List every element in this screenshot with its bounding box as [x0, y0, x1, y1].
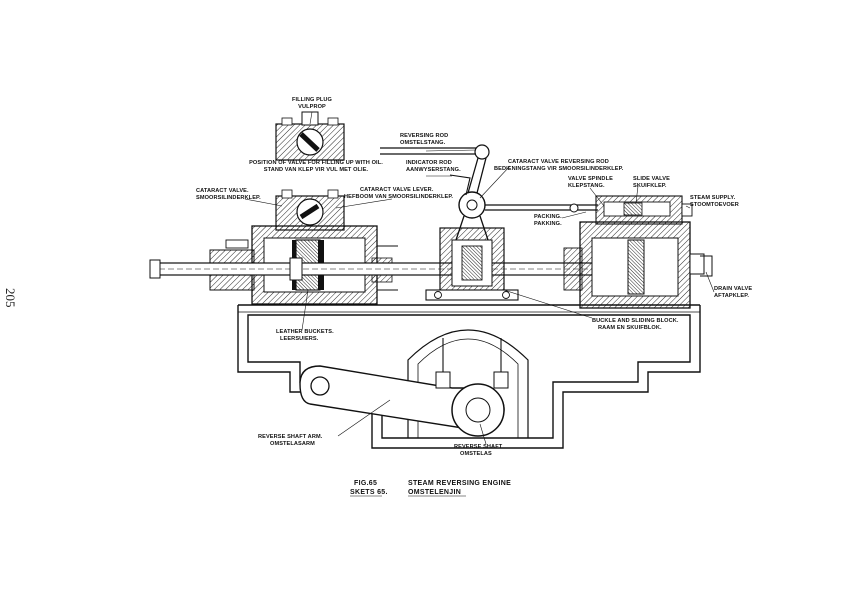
label-cataract-valve-lever: CATARACT VALVE LEVER. HEFBOOM VAN SMOORS… — [344, 187, 453, 200]
svg-text:PACKING.: PACKING. — [534, 214, 562, 220]
buckle-and-sliding-block — [380, 144, 519, 301]
label-reverse-shaft-arm: REVERSE SHAFT ARM. OMSTELASARM — [258, 434, 323, 447]
figure-caption: FIG.65 STEAM REVERSING ENGINE SKETS 65. … — [350, 480, 511, 497]
svg-text:INDICATOR ROD: INDICATOR ROD — [406, 160, 452, 166]
label-drain-valve: DRAIN VALVE AFTAPKLEP. — [714, 286, 752, 299]
svg-text:AFTAPKLEP.: AFTAPKLEP. — [714, 293, 749, 299]
svg-text:SKUIFKLEP.: SKUIFKLEP. — [633, 183, 667, 189]
svg-text:REVERSING ROD: REVERSING ROD — [400, 133, 448, 139]
svg-text:STOOMTOEVOER: STOOMTOEVOER — [690, 202, 739, 208]
svg-text:STAND VAN KLEP VIR VUL MET OLI: STAND VAN KLEP VIR VUL MET OLIE. — [264, 167, 369, 173]
label-cataract-valve: CATARACT VALVE. SMOORSILINDERKLEP. — [196, 188, 261, 201]
svg-text:SMOORSILINDERKLEP.: SMOORSILINDERKLEP. — [196, 195, 261, 201]
label-cataract-valve-reversing-rod: CATARACT VALVE REVERSING ROD BEDIENINGST… — [494, 159, 624, 172]
svg-text:PAKKING.: PAKKING. — [534, 221, 562, 227]
svg-text:CATARACT VALVE REVERSING ROD: CATARACT VALVE REVERSING ROD — [508, 159, 609, 165]
svg-text:DRAIN VALVE: DRAIN VALVE — [714, 286, 752, 292]
svg-text:AANWYSERSTANG.: AANWYSERSTANG. — [406, 167, 461, 173]
reverse-shaft-arm — [299, 338, 509, 437]
svg-text:OMSTELASARM: OMSTELASARM — [270, 441, 315, 447]
caption-fig-en: FIG.65 — [354, 480, 377, 487]
label-position-of-valve: POSITION OF VALVE FOR FILLING UP WITH OI… — [249, 160, 383, 173]
label-buckle-and-sliding-block: BUCKLE AND SLIDING BLOCK. RAAM EN SKUIFB… — [592, 318, 679, 331]
caption-fig-af: SKETS 65. — [350, 489, 388, 496]
leader-lines — [244, 111, 715, 445]
svg-text:OMSTELAS: OMSTELAS — [460, 451, 492, 457]
label-valve-spindle: VALVE SPINDLE KLEPSTANG. — [568, 176, 613, 189]
svg-text:POSITION OF VALVE FOR FILLING: POSITION OF VALVE FOR FILLING UP WITH OI… — [249, 160, 383, 166]
svg-text:HEFBOOM VAN SMOORSILINDERKLEP.: HEFBOOM VAN SMOORSILINDERKLEP. — [344, 194, 453, 200]
right-cylinder — [563, 195, 713, 309]
svg-text:REVERSE SHAFT: REVERSE SHAFT — [454, 444, 503, 450]
caption-title-en: STEAM REVERSING ENGINE — [408, 480, 511, 487]
cataract-valve-reversing-rod — [485, 203, 598, 213]
svg-text:LEERSUIERS.: LEERSUIERS. — [280, 336, 319, 342]
label-packing: PACKING. PAKKING. — [534, 214, 562, 227]
svg-text:LEATHER BUCKETS.: LEATHER BUCKETS. — [276, 329, 334, 335]
svg-text:KLEPSTANG.: KLEPSTANG. — [568, 183, 605, 189]
label-filling-plug: FILLING PLUG VULPROP — [292, 97, 332, 110]
svg-text:STEAM SUPPLY.: STEAM SUPPLY. — [690, 195, 736, 201]
svg-text:CATARACT VALVE.: CATARACT VALVE. — [196, 188, 249, 194]
base-frame — [237, 304, 701, 449]
svg-text:OMSTELSTANG.: OMSTELSTANG. — [400, 140, 446, 146]
label-reverse-shaft: REVERSE SHAFT OMSTELAS — [454, 444, 503, 457]
svg-text:CATARACT VALVE LEVER.: CATARACT VALVE LEVER. — [360, 187, 434, 193]
label-slide-valve: SLIDE VALVE SKUIFKLEP. — [633, 176, 670, 189]
svg-text:VULPROP: VULPROP — [298, 104, 326, 110]
svg-text:SLIDE VALVE: SLIDE VALVE — [633, 176, 670, 182]
svg-text:FILLING PLUG: FILLING PLUG — [292, 97, 332, 103]
label-steam-supply: STEAM SUPPLY. STOOMTOEVOER — [690, 195, 739, 208]
svg-text:BEDIENINGSTANG VIR SMOORSILIND: BEDIENINGSTANG VIR SMOORSILINDERKLEP. — [494, 166, 624, 172]
svg-text:BUCKLE AND SLIDING BLOCK.: BUCKLE AND SLIDING BLOCK. — [592, 318, 679, 324]
svg-text:VALVE SPINDLE: VALVE SPINDLE — [568, 176, 613, 182]
svg-text:RAAM EN SKUIFBLOK.: RAAM EN SKUIFBLOK. — [598, 325, 662, 331]
label-reversing-rod: REVERSING ROD OMSTELSTANG. — [400, 133, 448, 146]
filling-plug-valve — [275, 111, 345, 161]
cataract-valve — [275, 189, 345, 231]
svg-text:REVERSE SHAFT ARM.: REVERSE SHAFT ARM. — [258, 434, 323, 440]
label-leather-buckets: LEATHER BUCKETS. LEERSUIERS. — [276, 329, 334, 342]
caption-title-af: OMSTELENJIN — [408, 489, 461, 496]
label-indicator-rod: INDICATOR ROD AANWYSERSTANG. — [406, 160, 461, 173]
